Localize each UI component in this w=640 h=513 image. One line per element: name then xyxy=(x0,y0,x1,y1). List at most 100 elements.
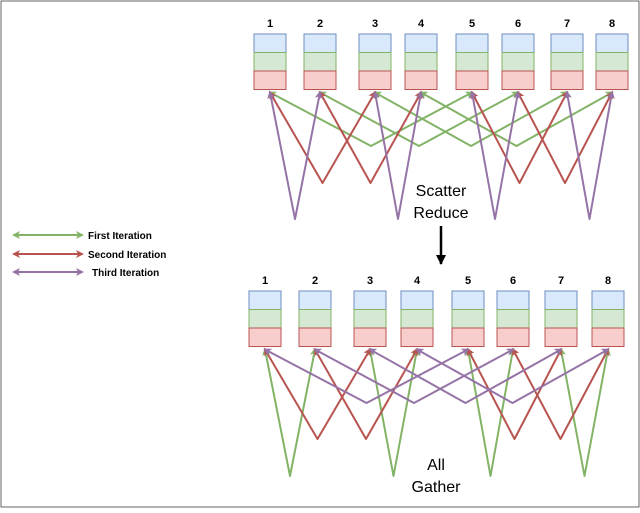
scatter-reduce-node-7-cell-mid xyxy=(550,52,584,72)
all-gather-node-3-cell-mid xyxy=(353,309,387,329)
all-gather-node-8-cell-bottom xyxy=(591,327,625,347)
all-gather-node-5-cell-mid xyxy=(451,309,485,329)
all-gather-second-iteration-arrow-5-7 xyxy=(467,347,562,440)
scatter-reduce-node-6: 6 xyxy=(501,18,535,90)
scatter-reduce-node-2-cell-top xyxy=(303,33,337,53)
all-gather-node-3-cell-bottom xyxy=(353,327,387,347)
scatter-reduce-node-4-cell-mid xyxy=(404,52,438,72)
all-gather-node-label-1: 1 xyxy=(262,275,268,287)
scatter-reduce-node-2: 2 xyxy=(303,18,337,90)
all-gather-node-8-cell-top xyxy=(591,290,625,310)
scatter-reduce-node-label-7: 7 xyxy=(564,18,570,30)
all-gather-node-4-cell-top xyxy=(400,290,434,310)
all-gather-node-label-2: 2 xyxy=(312,275,318,287)
all-gather-node-label-4: 4 xyxy=(414,275,421,287)
scatter-reduce-node-8-cell-mid xyxy=(595,52,629,72)
all-gather-node-1-cell-bottom xyxy=(248,327,282,347)
scatter-reduce-node-2-cell-bottom xyxy=(303,70,337,90)
all-gather-third-iteration-arrow-4-8 xyxy=(415,348,610,404)
all-gather-third-iteration-arrow-1-5 xyxy=(263,348,470,404)
scatter-reduce-first-iteration-arrow-4-8 xyxy=(419,91,614,147)
scatter-reduce-third-iteration-arrow-3-4 xyxy=(372,90,424,220)
all-gather-node-4-cell-bottom xyxy=(400,327,434,347)
all-gather-node-label-3: 3 xyxy=(367,275,373,287)
scatter-reduce-node-label-6: 6 xyxy=(515,18,521,30)
scatter-reduce-node-4-cell-bottom xyxy=(404,70,438,90)
all-gather-second-iteration-arrow-1-3 xyxy=(263,347,372,440)
scatter-reduce-node-3-cell-bottom xyxy=(358,70,392,90)
all-gather-node-6-cell-mid xyxy=(496,309,530,329)
all-gather-node-8-cell-mid xyxy=(591,309,625,329)
scatter-reduce-node-6-cell-mid xyxy=(501,52,535,72)
all-gather-node-7-cell-mid xyxy=(544,309,578,329)
scatter-reduce-node-4: 4 xyxy=(404,18,438,90)
all-gather-node-1-cell-top xyxy=(248,290,282,310)
legend: First Iteration Second Iteration Third I… xyxy=(12,231,166,279)
scatter-reduce-node-7: 7 xyxy=(550,18,584,90)
all-gather-node-1: 1 xyxy=(248,275,282,347)
scatter-reduce-node-1-cell-mid xyxy=(253,52,287,72)
all-gather-third-iteration-arrow-2-6 xyxy=(313,348,515,404)
all-gather-node-7-cell-bottom xyxy=(544,327,578,347)
legend-item-third: Third Iteration xyxy=(12,268,159,279)
scatter-reduce-node-5-cell-top xyxy=(455,33,489,53)
all-gather-node-6-cell-bottom xyxy=(496,327,530,347)
all-gather-node-4: 4 xyxy=(400,275,434,347)
scatter-reduce-node-1-cell-top xyxy=(253,33,287,53)
scatter-reduce-node-label-2: 2 xyxy=(317,18,323,30)
scatter-reduce-label-line-2: Reduce xyxy=(413,205,468,222)
scatter-reduce-node-3-cell-mid xyxy=(358,52,392,72)
all-gather-node-5-cell-top xyxy=(451,290,485,310)
scatter-reduce-third-iteration-arrow-7-8 xyxy=(564,90,615,220)
scatter-reduce-second-iteration-arrow-6-8 xyxy=(517,90,613,184)
all-gather-first-iteration-arrow-5-6 xyxy=(465,347,516,477)
all-gather-first-iteration-arrow-7-8 xyxy=(558,347,611,477)
scatter-reduce-label-line-1: Scatter xyxy=(416,183,467,200)
all-gather-node-label-7: 7 xyxy=(558,275,564,287)
scatter-reduce-third-iteration-arrow-5-6 xyxy=(469,90,521,220)
all-gather-node-8: 8 xyxy=(591,275,625,347)
scatter-reduce-second-iteration-arrow-2-4 xyxy=(319,90,422,184)
scatter-reduce-node-label-4: 4 xyxy=(418,18,425,30)
scatter-reduce-node-8: 8 xyxy=(595,18,629,90)
scatter-reduce-node-6-cell-top xyxy=(501,33,535,53)
all-gather-second-iteration-arrow-2-4 xyxy=(314,347,418,440)
all-gather-label-line-1: All xyxy=(427,457,445,474)
scatter-reduce-node-3: 3 xyxy=(358,18,392,90)
all-gather-node-5: 5 xyxy=(451,275,485,347)
scatter-reduce-node-4-cell-top xyxy=(404,33,438,53)
legend-label-third: Third Iteration xyxy=(92,268,159,279)
scatter-reduce-node-8-cell-top xyxy=(595,33,629,53)
all-gather-node-label-6: 6 xyxy=(510,275,516,287)
scatter-reduce-node-1-cell-bottom xyxy=(253,70,287,90)
scatter-reduce-second-iteration-arrow-5-7 xyxy=(471,90,568,184)
scatter-reduce-node-label-3: 3 xyxy=(372,18,378,30)
scatter-reduce-node-label-8: 8 xyxy=(609,18,615,30)
scatter-reduce-node-7-cell-bottom xyxy=(550,70,584,90)
scatter-reduce-first-iteration-arrow-2-6 xyxy=(318,91,520,147)
scatter-reduce-third-iteration-arrow-1-2 xyxy=(267,90,323,220)
all-gather-node-3-cell-top xyxy=(353,290,387,310)
all-gather-node-4-cell-mid xyxy=(400,309,434,329)
all-gather-node-2: 2 xyxy=(298,275,332,347)
legend-item-first: First Iteration xyxy=(12,231,152,242)
legend-label-second: Second Iteration xyxy=(88,250,166,261)
all-gather-second-iteration-arrow-6-8 xyxy=(512,347,609,440)
scatter-reduce-node-8-cell-bottom xyxy=(595,70,629,90)
scatter-reduce-node-label-5: 5 xyxy=(469,18,475,30)
all-gather-node-6: 6 xyxy=(496,275,530,347)
all-gather-node-label-5: 5 xyxy=(465,275,471,287)
all-gather-node-7: 7 xyxy=(544,275,578,347)
scatter-reduce-node-5-cell-bottom xyxy=(455,70,489,90)
scatter-reduce-node-1: 1 xyxy=(253,18,287,90)
all-gather-node-label-8: 8 xyxy=(605,275,611,287)
scatter-reduce-first-iteration-arrow-3-7 xyxy=(373,91,569,147)
all-gather-node-3: 3 xyxy=(353,275,387,347)
scatter-reduce-node-5: 5 xyxy=(455,18,489,90)
all-gather-node-2-cell-top xyxy=(298,290,332,310)
scatter-reduce-node-6-cell-bottom xyxy=(501,70,535,90)
